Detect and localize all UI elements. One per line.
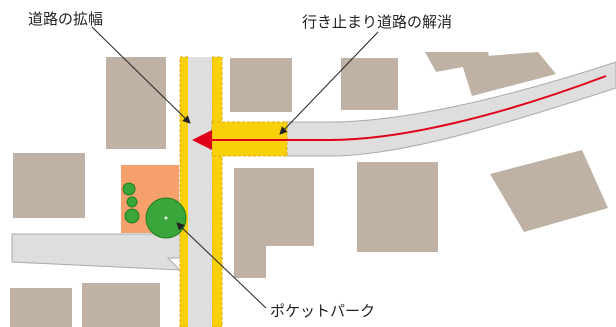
trees — [122, 182, 187, 239]
leader-dead-end — [279, 31, 379, 135]
curved-road — [285, 61, 616, 157]
route-arrowhead — [192, 130, 212, 150]
building — [357, 162, 438, 252]
buildings — [10, 52, 608, 327]
main-road-widening-strip-right — [211, 56, 223, 327]
side-road — [11, 233, 183, 271]
leader-pocket-park — [176, 222, 267, 309]
tree-icon — [122, 182, 136, 196]
building — [341, 58, 398, 110]
label-road-widening: 道路の拡幅 — [28, 10, 103, 28]
route-line — [211, 75, 607, 141]
building — [13, 153, 85, 218]
roads — [11, 56, 616, 327]
main-road — [188, 57, 212, 327]
leader-road-widening — [91, 26, 191, 124]
tree-icon — [124, 208, 140, 224]
building — [10, 288, 72, 327]
building — [490, 150, 608, 232]
building — [460, 52, 556, 96]
building — [82, 283, 160, 327]
tree-icon — [126, 196, 138, 208]
label-dead-end-resolution: 行き止まり道路の解消 — [302, 13, 452, 31]
tree-trunk-dot — [164, 216, 168, 220]
label-pocket-park: ポケットパーク — [270, 302, 375, 320]
building — [234, 168, 314, 278]
building — [230, 58, 292, 112]
building — [106, 57, 166, 149]
leader-lines — [91, 26, 379, 309]
